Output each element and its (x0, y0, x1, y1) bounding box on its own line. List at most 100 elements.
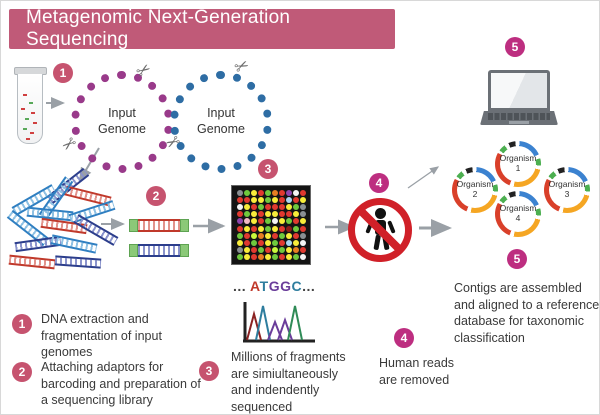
note-1-badge: 1 (12, 314, 32, 334)
flowcell-dot (285, 197, 292, 204)
flowcell-dot (292, 211, 299, 218)
flowcell-dot (243, 225, 250, 232)
flowcell-dot (243, 211, 250, 218)
flowcell-dot (278, 218, 285, 225)
fragment-core (138, 244, 180, 257)
step-5-badge: 5 (505, 37, 525, 57)
dna-fragment (50, 234, 98, 254)
no-human-sign (348, 198, 412, 262)
input-genome-circle-blue: Input Genome (170, 71, 272, 173)
flowcell-dot (271, 211, 278, 218)
flowcell-dot (285, 204, 292, 211)
input-genome-label: Input Genome (98, 106, 146, 136)
sequence-letter: C (291, 278, 303, 294)
note-5-badge: 5 (507, 249, 527, 269)
flowcell-dot (257, 253, 264, 260)
adaptor-cap (180, 244, 189, 257)
flowcell-dot (250, 190, 257, 196)
flowcell-dot (285, 239, 292, 246)
flowcell-dot (278, 239, 285, 246)
flowcell-dot (299, 253, 306, 260)
flowcell-dot (285, 253, 292, 260)
flowcell-dot (250, 232, 257, 239)
adaptor-cap (129, 244, 138, 257)
flowcell-dot (292, 246, 299, 253)
flowcell-dot (236, 225, 243, 232)
flowcell-dot (236, 190, 243, 196)
flowcell-dot (243, 197, 250, 204)
flowcell-dot (257, 218, 264, 225)
flowcell-dot (285, 190, 292, 196)
flowcell-dot (264, 197, 271, 204)
flowcell-dot (257, 225, 264, 232)
flowcell-dot (243, 190, 250, 196)
flowcell-dot (250, 246, 257, 253)
flowcell-dot (271, 204, 278, 211)
step-3-badge: 3 (258, 159, 278, 179)
flowcell-dot (236, 204, 243, 211)
flowcell-dot (257, 211, 264, 218)
sequence-letter: GG (268, 278, 292, 294)
flowcell-dot (257, 232, 264, 239)
flowcell-dot (271, 232, 278, 239)
flowcell-dot (264, 246, 271, 253)
flowcell-dot (264, 204, 271, 211)
flowcell-dot (271, 239, 278, 246)
note-2-badge: 2 (12, 362, 32, 382)
flowcell-dot (285, 218, 292, 225)
adaptor-cap (129, 219, 138, 232)
flowcell-dot (271, 246, 278, 253)
flowcell-dot (292, 225, 299, 232)
flowcell-dot (236, 239, 243, 246)
flowcell-dot (278, 211, 285, 218)
flowcell-dot (264, 253, 271, 260)
flowcell-dot (299, 211, 306, 218)
flowcell-dot (278, 232, 285, 239)
flowcell-dot (264, 239, 271, 246)
flowcell-dot (285, 225, 292, 232)
flowcell-dot (278, 246, 285, 253)
laptop-keyboard (488, 113, 550, 120)
test-tube-icon (17, 74, 43, 144)
sequence-letter: T (259, 278, 269, 294)
flowcell-dot (299, 225, 306, 232)
input-genome-circle-purple: Input Genome (71, 71, 173, 173)
flowcell-dot (299, 232, 306, 239)
flowcell-dot (250, 211, 257, 218)
flowcell-dot (250, 218, 257, 225)
adaptor-cap (180, 219, 189, 232)
flowcell-dot (243, 232, 250, 239)
flowcell-dot (299, 197, 306, 204)
sequence-letter: ... (233, 278, 251, 294)
flowcell-dot (292, 204, 299, 211)
test-tube-sample-specks (23, 94, 27, 96)
flowcell-dot (243, 239, 250, 246)
flowcell-dot (236, 197, 243, 204)
flowcell-dot (257, 190, 264, 196)
laptop-touchpad (509, 121, 529, 124)
flowcell-dot (299, 190, 306, 196)
flowcell-dot (285, 246, 292, 253)
flowcell-dot (278, 204, 285, 211)
person-icon (375, 208, 386, 219)
flowcell-dot (236, 232, 243, 239)
note-3-badge: 3 (199, 361, 219, 381)
flowcell-dot (271, 190, 278, 196)
flowcell-dot (243, 204, 250, 211)
flowcell-dot (299, 239, 306, 246)
chromatogram-peaks (246, 305, 303, 341)
flowcell-dot (264, 218, 271, 225)
flowcell-dot (271, 197, 278, 204)
title-banner: Metagenomic Next-Generation Sequencing (9, 7, 395, 50)
sequence-letter: A (250, 278, 260, 294)
flowcell-dot (250, 197, 257, 204)
flowcell-dot (292, 232, 299, 239)
flowcell-dot (292, 239, 299, 246)
flowcell-dot (278, 253, 285, 260)
flowcell-dot (292, 253, 299, 260)
